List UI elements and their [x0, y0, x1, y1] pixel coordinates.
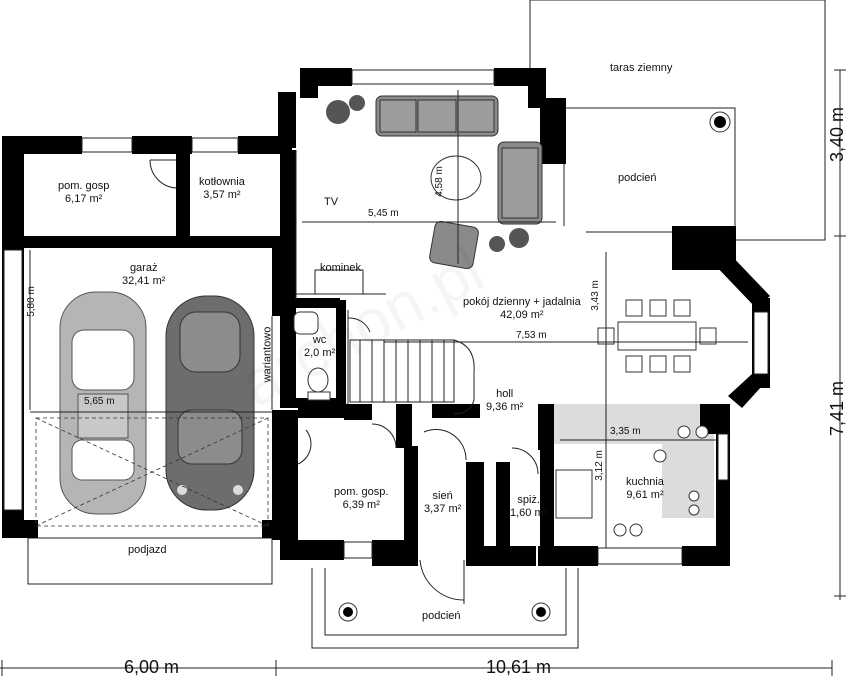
sofa-top: [375, 95, 499, 137]
room-wc: wc 2,0 m²: [304, 334, 335, 360]
dimension-5-65: 5,65 m: [84, 396, 115, 407]
room-name: pom. gosp: [58, 180, 110, 192]
kominek-label: kominek: [320, 262, 361, 274]
room-area: 1,60 m²: [510, 507, 548, 519]
dimension-3-43: 3,43 m: [589, 280, 601, 311]
dimension-overall-bottom-right: 7,41 m: [827, 380, 848, 437]
tv-label: TV: [324, 196, 339, 208]
sofa-right: [497, 141, 543, 225]
room-area: 2,0 m²: [304, 347, 336, 359]
room-spiz: spiż. 1,60 m²: [510, 494, 547, 520]
room-taras: taras ziemny: [610, 62, 672, 75]
dimension-ticks: [1, 69, 846, 676]
room-name: garaż: [129, 262, 158, 274]
kitchen-counter: [662, 440, 714, 518]
coffee-table: [430, 155, 482, 201]
room-podcien-bottom: podcień: [422, 610, 461, 623]
room-name: spiż.: [517, 494, 540, 506]
room-pom-gosp-top: pom. gosp 6,17 m²: [58, 180, 109, 206]
room-kotlownia: kotłownia 3,57 m²: [199, 176, 245, 202]
room-pokoj: pokój dzienny + jadalnia 42,09 m²: [463, 296, 581, 322]
dimension-3-35: 3,35 m: [610, 426, 641, 437]
kitchen-items: [555, 425, 709, 537]
dimension-overall-top-right: 3,40 m: [827, 106, 848, 163]
room-podjazd: podjazd: [128, 544, 167, 557]
dimension-overall-right: 10,61 m: [486, 657, 552, 677]
room-area: 3,57 m²: [203, 189, 241, 201]
staircase: [349, 339, 475, 415]
driveway-cross: [35, 417, 269, 527]
room-name: podcień: [618, 172, 657, 184]
porch-columns: [338, 111, 731, 622]
room-holl: holl 9,36 m²: [486, 388, 523, 414]
room-name: pokój dzienny + jadalnia: [463, 296, 581, 308]
room-area: 6,39 m²: [342, 499, 380, 511]
room-name: kotłownia: [199, 176, 245, 188]
room-area: 42,09 m²: [500, 309, 544, 321]
terrace-outlines: [27, 0, 826, 649]
room-area: 3,37 m²: [424, 503, 462, 515]
room-garaz: garaż 32,41 m²: [122, 262, 165, 288]
room-area: 9,61 m²: [626, 489, 664, 501]
room-area: 32,41 m²: [122, 275, 166, 287]
room-name: pom. gosp.: [334, 486, 389, 498]
room-podcien-top: podcień: [618, 172, 657, 185]
dimension-3-12: 3,12 m: [593, 450, 605, 481]
room-name: kuchnia: [626, 476, 664, 488]
dimension-7-53: 7,53 m: [516, 330, 547, 341]
plants: [326, 95, 529, 252]
room-area: 6,17 m²: [65, 193, 103, 205]
dimension-5-80: 5,80 m: [25, 286, 37, 317]
room-name: wc: [312, 334, 327, 346]
dining-set: [597, 299, 717, 373]
car-left: [59, 291, 147, 515]
room-name: sień: [432, 490, 453, 502]
kitchen-floor: [552, 404, 714, 444]
dimension-overall-left: 6,00 m: [124, 657, 180, 677]
wariantowo-label: wariantowo: [261, 326, 274, 383]
doors: [149, 159, 539, 604]
room-pom-gosp-bottom: pom. gosp. 6,39 m²: [334, 486, 388, 512]
dimension-5-45: 5,45 m: [368, 208, 399, 219]
windows: [3, 69, 769, 565]
room-name: holl: [496, 388, 514, 400]
room-name: podcień: [422, 610, 461, 622]
room-area: 9,36 m²: [486, 401, 524, 413]
car-right: [165, 295, 255, 511]
room-sien: sień 3,37 m²: [424, 490, 461, 516]
room-kuchnia: kuchnia 9,61 m²: [626, 476, 664, 502]
interior-lines: [295, 150, 672, 404]
room-name: podjazd: [128, 544, 167, 556]
dimension-lines: [0, 70, 841, 669]
wc-fixtures: [293, 311, 331, 401]
dimension-4-58: 4,58 m: [433, 166, 445, 197]
room-name: taras ziemny: [610, 62, 673, 74]
